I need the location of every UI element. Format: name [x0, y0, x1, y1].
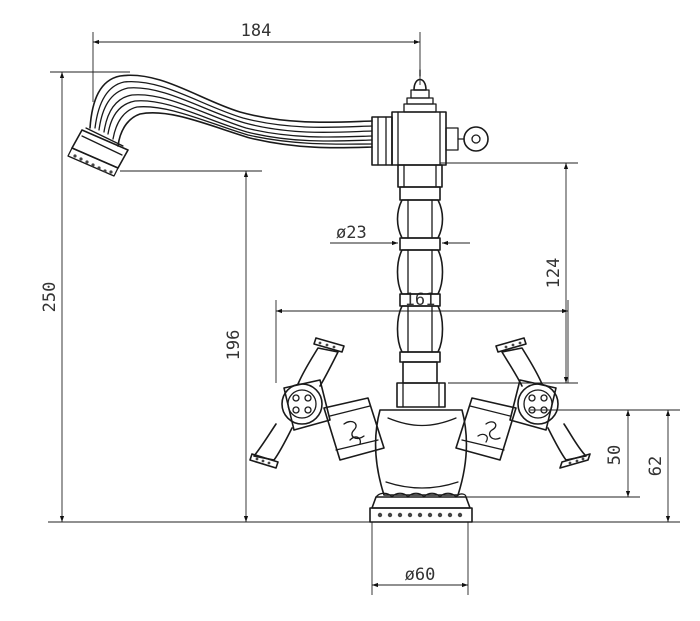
top-finial [403, 69, 437, 113]
dimension-handle-span: 161 [276, 290, 568, 314]
dim-label-body-diameter: ø23 [336, 223, 367, 243]
right-valve-cartridge [455, 397, 517, 461]
dimension-total-height: 250 [40, 72, 65, 522]
spout-hub [371, 111, 489, 166]
dim-label-spout-reach: 184 [241, 21, 272, 41]
dim-label-total-height: 250 [40, 282, 60, 313]
dimension-body-diameter: ø23 [330, 223, 470, 246]
dim-label-body-height: 124 [544, 258, 564, 289]
aerator [67, 129, 129, 177]
body-column [396, 164, 446, 408]
dim-label-base-diameter: ø60 [405, 565, 436, 585]
left-valve-cartridge [323, 397, 385, 461]
dimension-base-diameter: ø60 [372, 565, 468, 588]
dimension-base-height: 62 [646, 410, 671, 522]
extension-lines [48, 32, 680, 595]
valve-body [374, 409, 468, 496]
dim-label-handle-span: 161 [405, 290, 436, 310]
dimension-spout-height: 196 [224, 171, 249, 522]
spout [81, 74, 373, 156]
dimension-handle-height: 50 [605, 410, 631, 497]
dimension-body-height: 124 [544, 163, 569, 383]
dimension-spout-reach: 184 [93, 21, 420, 45]
dim-label-handle-height: 50 [605, 445, 625, 465]
dim-label-base-height: 62 [646, 456, 666, 476]
base-collar [369, 492, 473, 523]
dim-label-spout-height: 196 [224, 330, 244, 361]
left-handle [249, 337, 345, 469]
right-handle [495, 337, 591, 469]
